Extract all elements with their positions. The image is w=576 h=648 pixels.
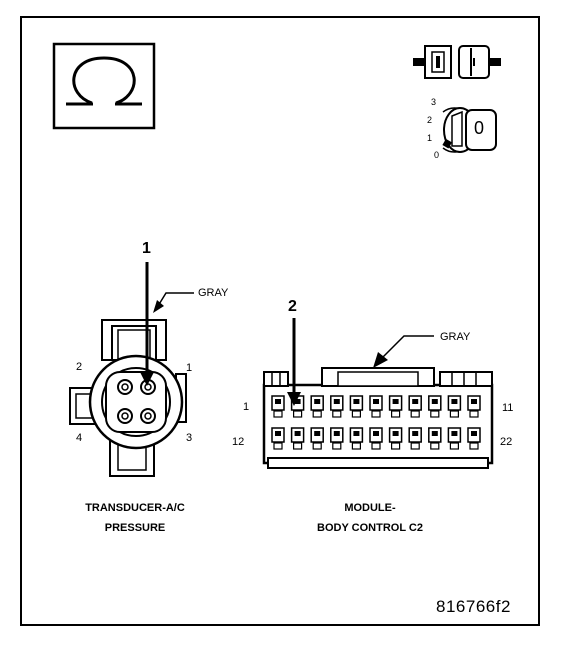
diagram-frame — [20, 16, 540, 626]
module-wire-color-label: GRAY — [440, 331, 471, 343]
module-cavity — [447, 395, 462, 418]
module-cavity — [388, 427, 403, 450]
module-pin-11-label: 11 — [502, 402, 514, 414]
ignition-key-off-icon — [442, 107, 497, 153]
figure-id: 816766f2 — [436, 597, 511, 616]
disconnect-connector-icon — [413, 45, 501, 79]
module-cavity — [369, 427, 383, 450]
module-cavity — [271, 395, 285, 418]
module-cavity — [310, 395, 324, 418]
transducer-wire-color-label: GRAY — [198, 287, 229, 299]
ignition-scale-2: 2 — [427, 115, 433, 125]
ohm-symbol-icon — [52, 42, 156, 130]
transducer-gray-leader — [153, 292, 194, 313]
transducer-caption-line1: TRANSDUCER-A/C — [85, 502, 185, 514]
ignition-scale-1: 1 — [427, 133, 433, 143]
module-caption-line1: MODULE- — [344, 502, 396, 514]
module-connector — [262, 367, 494, 469]
module-cavity — [467, 427, 481, 450]
module-cavity — [428, 395, 442, 418]
module-pin-22-label: 22 — [500, 436, 513, 448]
module-cavity — [388, 395, 403, 418]
transducer-terminal — [140, 408, 156, 424]
module-cavity — [467, 395, 481, 418]
ignition-scale-3: 3 — [431, 97, 437, 107]
module-callout-arrow — [287, 318, 301, 406]
module-pin-1-label: 1 — [243, 401, 250, 413]
module-cavity — [369, 395, 383, 418]
transducer-terminal — [117, 379, 133, 395]
ignition-scale-0: 0 — [434, 150, 440, 160]
ignition-key-position-label: 0 — [474, 118, 485, 138]
module-caption-line2: BODY CONTROL C2 — [317, 522, 423, 534]
transducer-connector — [69, 319, 187, 477]
module-cavity — [330, 395, 344, 418]
module-cavity — [408, 395, 422, 418]
module-cavity — [428, 427, 442, 450]
module-caption: MODULE- BODY CONTROL C2 — [290, 502, 450, 534]
transducer-pin-1-label: 1 — [186, 362, 193, 374]
transducer-terminal — [117, 408, 133, 424]
module-callout-number: 2 — [288, 298, 297, 315]
module-cavity — [408, 427, 422, 450]
module-pin-12-label: 12 — [232, 436, 245, 448]
module-cavity — [349, 427, 364, 450]
module-cavity — [349, 395, 364, 418]
module-cavity — [330, 427, 344, 450]
transducer-pin-2-label: 2 — [76, 361, 83, 373]
module-cavity — [271, 427, 285, 450]
transducer-callout-arrow — [140, 262, 154, 386]
transducer-pin-3-label: 3 — [186, 432, 193, 444]
transducer-caption: TRANSDUCER-A/C PRESSURE — [60, 502, 210, 534]
module-cavity — [310, 427, 324, 450]
module-cavity — [447, 427, 462, 450]
module-gray-leader — [373, 335, 434, 368]
transducer-caption-line2: PRESSURE — [104, 522, 166, 534]
transducer-pin-4-label: 4 — [76, 432, 83, 444]
transducer-callout-number: 1 — [142, 240, 151, 257]
module-cavity — [290, 427, 305, 450]
